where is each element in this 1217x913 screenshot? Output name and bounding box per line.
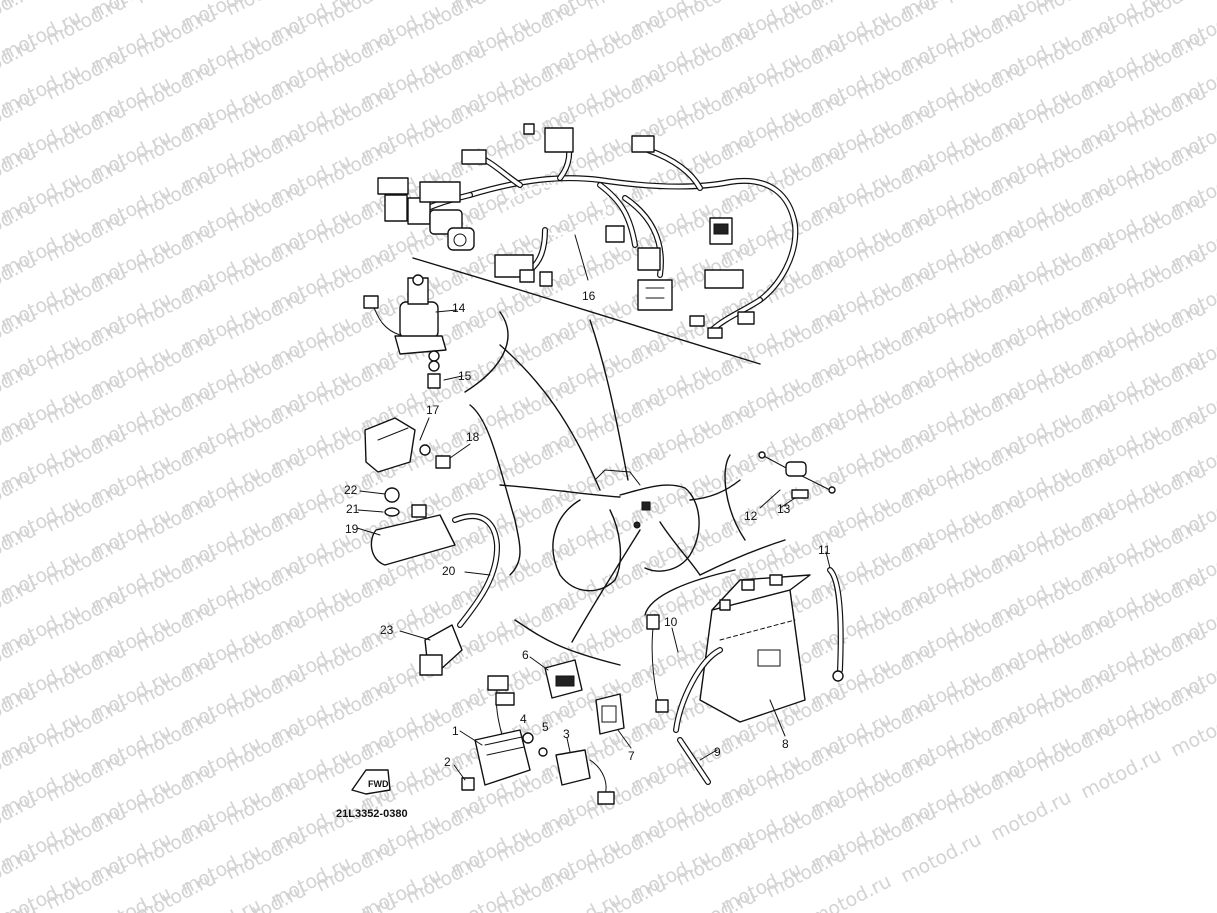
fwd-arrow: FWD: [351, 769, 391, 795]
callout-17: 17: [426, 403, 440, 417]
callout-10: 10: [664, 615, 678, 629]
watermark-text: motod.ru: [132, 867, 220, 913]
watermark-text: motod.ru: [672, 885, 760, 913]
fwd-label: FWD: [368, 779, 389, 789]
callout-15: 15: [458, 369, 472, 383]
callout-3: 3: [563, 727, 570, 741]
relay-drawing: [364, 417, 451, 473]
callout-18: 18: [466, 430, 480, 444]
callout-4: 4: [520, 712, 527, 726]
watermark-text: motod.ru: [897, 828, 985, 887]
lower-parts-drawing: [461, 659, 625, 805]
watermark-text: motod.ru: [1077, 744, 1165, 803]
callout-20: 20: [442, 564, 456, 578]
callout-22: 22: [344, 483, 358, 497]
callout-13: 13: [777, 502, 791, 516]
callout-8: 8: [782, 737, 789, 751]
callout-16: 16: [582, 289, 596, 303]
fuse-holder-drawing: [758, 451, 836, 499]
main-switch-drawing: [363, 274, 447, 389]
callout-labels: 1 2 3 4 5 6 7 8 9 10 11 12 13 14 15 16 1…: [344, 289, 831, 769]
callout-14: 14: [452, 301, 466, 315]
callout-1: 1: [452, 724, 459, 738]
callout-11: 11: [818, 543, 831, 557]
wire-harness-drawing: [377, 123, 799, 365]
callout-9: 9: [714, 745, 721, 759]
watermark-text: motod.ru: [987, 786, 1075, 845]
callout-2: 2: [444, 755, 451, 769]
callout-leaders: [356, 234, 831, 781]
callout-7: 7: [628, 749, 635, 763]
watermark-text: motod.ru: [582, 873, 670, 913]
leader-lines: [464, 311, 786, 666]
callout-21: 21: [346, 502, 360, 516]
drawing-number: 21L3352-0380: [336, 808, 408, 820]
callout-23: 23: [380, 623, 394, 637]
callout-19: 19: [345, 522, 359, 536]
battery-drawing: [646, 567, 844, 785]
callout-6: 6: [522, 648, 529, 662]
ignition-coil-drawing: [370, 487, 501, 676]
callout-12: 12: [744, 509, 758, 523]
callout-5: 5: [542, 720, 549, 734]
